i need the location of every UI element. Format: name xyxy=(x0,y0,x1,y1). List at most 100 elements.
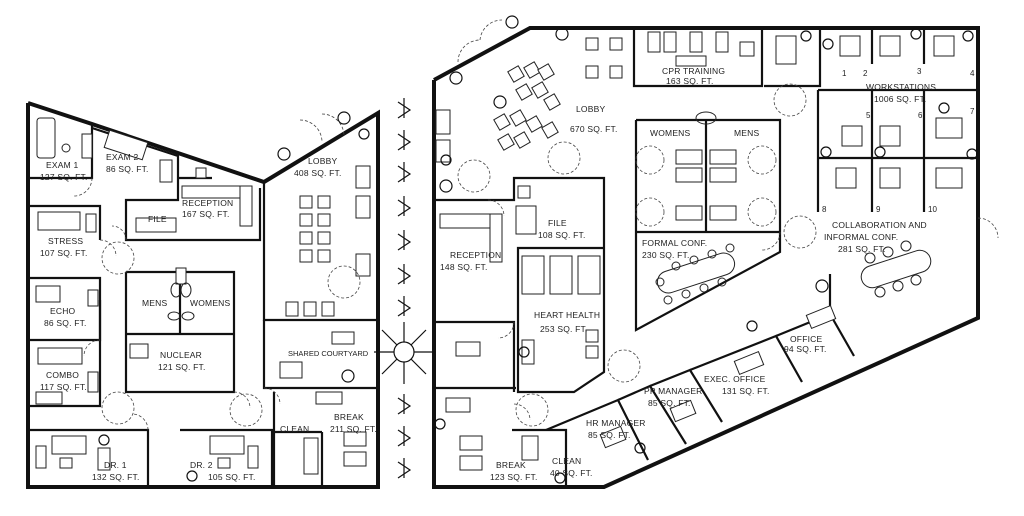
workstation-number: 2 xyxy=(863,69,868,78)
file-right-area: 108 SQ. FT. xyxy=(538,230,586,240)
nuclear-area: 121 SQ. FT. xyxy=(158,362,206,372)
lobby-left-area: 408 SQ. FT. xyxy=(294,168,342,178)
break-left-label: BREAK xyxy=(334,412,364,422)
pp-manager-label: PP MANAGER xyxy=(644,386,703,396)
workstation-desks xyxy=(775,35,963,189)
workstation-number: 5 xyxy=(866,111,871,120)
reception-right-furniture xyxy=(439,205,537,263)
workstation-number: 6 xyxy=(918,111,923,120)
cpr-area: 163 SQ. FT. xyxy=(666,76,714,86)
office-desks xyxy=(599,304,837,449)
office-area: 94 SQ. FT. xyxy=(784,344,827,354)
cpr-furniture xyxy=(647,31,755,67)
echo-label: ECHO xyxy=(50,306,76,316)
left-building xyxy=(26,101,380,489)
clean-right-area: 40 SQ. FT. xyxy=(550,468,593,478)
stress-label: STRESS xyxy=(48,236,83,246)
collab-label: COLLABORATION AND xyxy=(832,220,927,230)
reception-right-label: RECEPTION xyxy=(450,250,501,260)
lobby-right-label: LOBBY xyxy=(576,104,605,114)
courtyard-label: SHARED COURTYARD xyxy=(288,349,369,358)
workstation-number: 3 xyxy=(917,67,922,76)
workstations-label: WORKSTATIONS xyxy=(866,82,936,92)
reception-left-area: 167 SQ. FT. xyxy=(182,209,230,219)
left-door-swings xyxy=(73,113,345,431)
file-left-label: FILE xyxy=(148,214,167,224)
heart-health-furniture xyxy=(521,255,601,365)
mens-left-label: MENS xyxy=(142,298,167,308)
collab-label-2: INFORMAL CONF. xyxy=(824,232,898,242)
combo-area: 117 SQ. FT. xyxy=(40,382,87,392)
lobby-right-area: 670 SQ. FT. xyxy=(570,124,618,134)
file-right-label: FILE xyxy=(548,218,567,228)
heart-health-label: HEART HEALTH xyxy=(534,310,600,320)
collab-table xyxy=(860,240,932,298)
right-interior-walls xyxy=(436,28,976,486)
break-right-label: BREAK xyxy=(496,460,526,470)
dr2-furniture xyxy=(209,435,259,469)
break-left-furniture xyxy=(303,391,367,475)
exam2-label: EXAM 2 xyxy=(106,152,138,162)
dr1-area: 132 SQ. FT. xyxy=(92,472,140,482)
right-building-exterior-wall xyxy=(432,26,980,489)
left-turning-circles xyxy=(101,241,361,427)
exam2-area: 86 SQ. FT. xyxy=(106,164,149,174)
collab-area: 281 SQ. FT. xyxy=(838,244,886,254)
reception-left-label: RECEPTION xyxy=(182,198,233,208)
workstation-number: 1 xyxy=(842,69,847,78)
workstation-numbers: 1 2 3 4 5 6 7 8 9 10 xyxy=(822,67,975,214)
echo-furniture xyxy=(35,285,99,307)
workstation-number: 7 xyxy=(970,107,975,116)
lobby-left-seating xyxy=(285,165,371,317)
workstation-number: 4 xyxy=(970,69,975,78)
dr1-label: DR. 1 xyxy=(104,460,127,470)
right-turning-circles xyxy=(457,83,817,427)
pp-manager-area: 85 SQ. FT. xyxy=(648,398,691,408)
heart-health-area: 253 SQ. FT. xyxy=(540,324,588,334)
potted-plants xyxy=(98,15,978,484)
reception-left-furniture xyxy=(135,167,253,233)
nuclear-label: NUCLEAR xyxy=(160,350,202,360)
office-label: OFFICE xyxy=(790,334,822,344)
break-right-furniture xyxy=(445,341,539,471)
cpr-label: CPR TRAINING xyxy=(662,66,725,76)
lobby-left-label: LOBBY xyxy=(308,156,337,166)
right-door-swings xyxy=(457,19,999,421)
womens-left-label: WOMENS xyxy=(190,298,231,308)
planter-row xyxy=(397,98,412,479)
combo-label: COMBO xyxy=(46,370,79,380)
break-right-area: 123 SQ. FT. xyxy=(490,472,538,482)
formal-conf-area: 230 SQ. FT. xyxy=(642,250,690,260)
dr2-label: DR. 2 xyxy=(190,460,213,470)
lobby-right-seating xyxy=(435,37,623,199)
exam1-area: 127 SQ. FT. xyxy=(40,172,88,182)
mens-right-label: MENS xyxy=(734,128,759,138)
reception-right-area: 148 SQ. FT. xyxy=(440,262,488,272)
hr-manager-label: HR MANAGER xyxy=(586,418,646,428)
womens-right-label: WOMENS xyxy=(650,128,691,138)
stress-furniture xyxy=(37,211,97,233)
hr-manager-area: 85 SQ. FT. xyxy=(588,430,631,440)
clean-right-label: CLEAN xyxy=(552,456,581,466)
courtyard-sun-motif xyxy=(374,322,436,384)
combo-furniture xyxy=(35,347,99,405)
workstation-number: 10 xyxy=(928,205,937,214)
stress-area: 107 SQ. FT. xyxy=(40,248,88,258)
dr2-area: 105 SQ. FT. xyxy=(208,472,256,482)
room-labels: EXAM 1 127 SQ. FT. EXAM 2 86 SQ. FT. REC… xyxy=(40,66,936,482)
formal-conf-table xyxy=(655,243,736,305)
break-left-area: 211 SQ. FT. xyxy=(330,424,377,434)
exec-area: 131 SQ. FT. xyxy=(722,386,770,396)
formal-conf-label: FORMAL CONF. xyxy=(642,238,707,248)
restroom-left-fixtures xyxy=(129,267,195,359)
echo-area: 86 SQ. FT. xyxy=(44,318,87,328)
exam1-label: EXAM 1 xyxy=(46,160,78,170)
dr1-furniture xyxy=(35,435,111,471)
restroom-right-fixtures xyxy=(675,111,737,221)
workstation-number: 9 xyxy=(876,205,881,214)
exam1-furniture xyxy=(36,117,93,159)
workstations-area: 1006 SQ. FT. xyxy=(874,94,926,104)
exam2-furniture xyxy=(103,129,173,183)
exec-label: EXEC. OFFICE xyxy=(704,374,766,384)
